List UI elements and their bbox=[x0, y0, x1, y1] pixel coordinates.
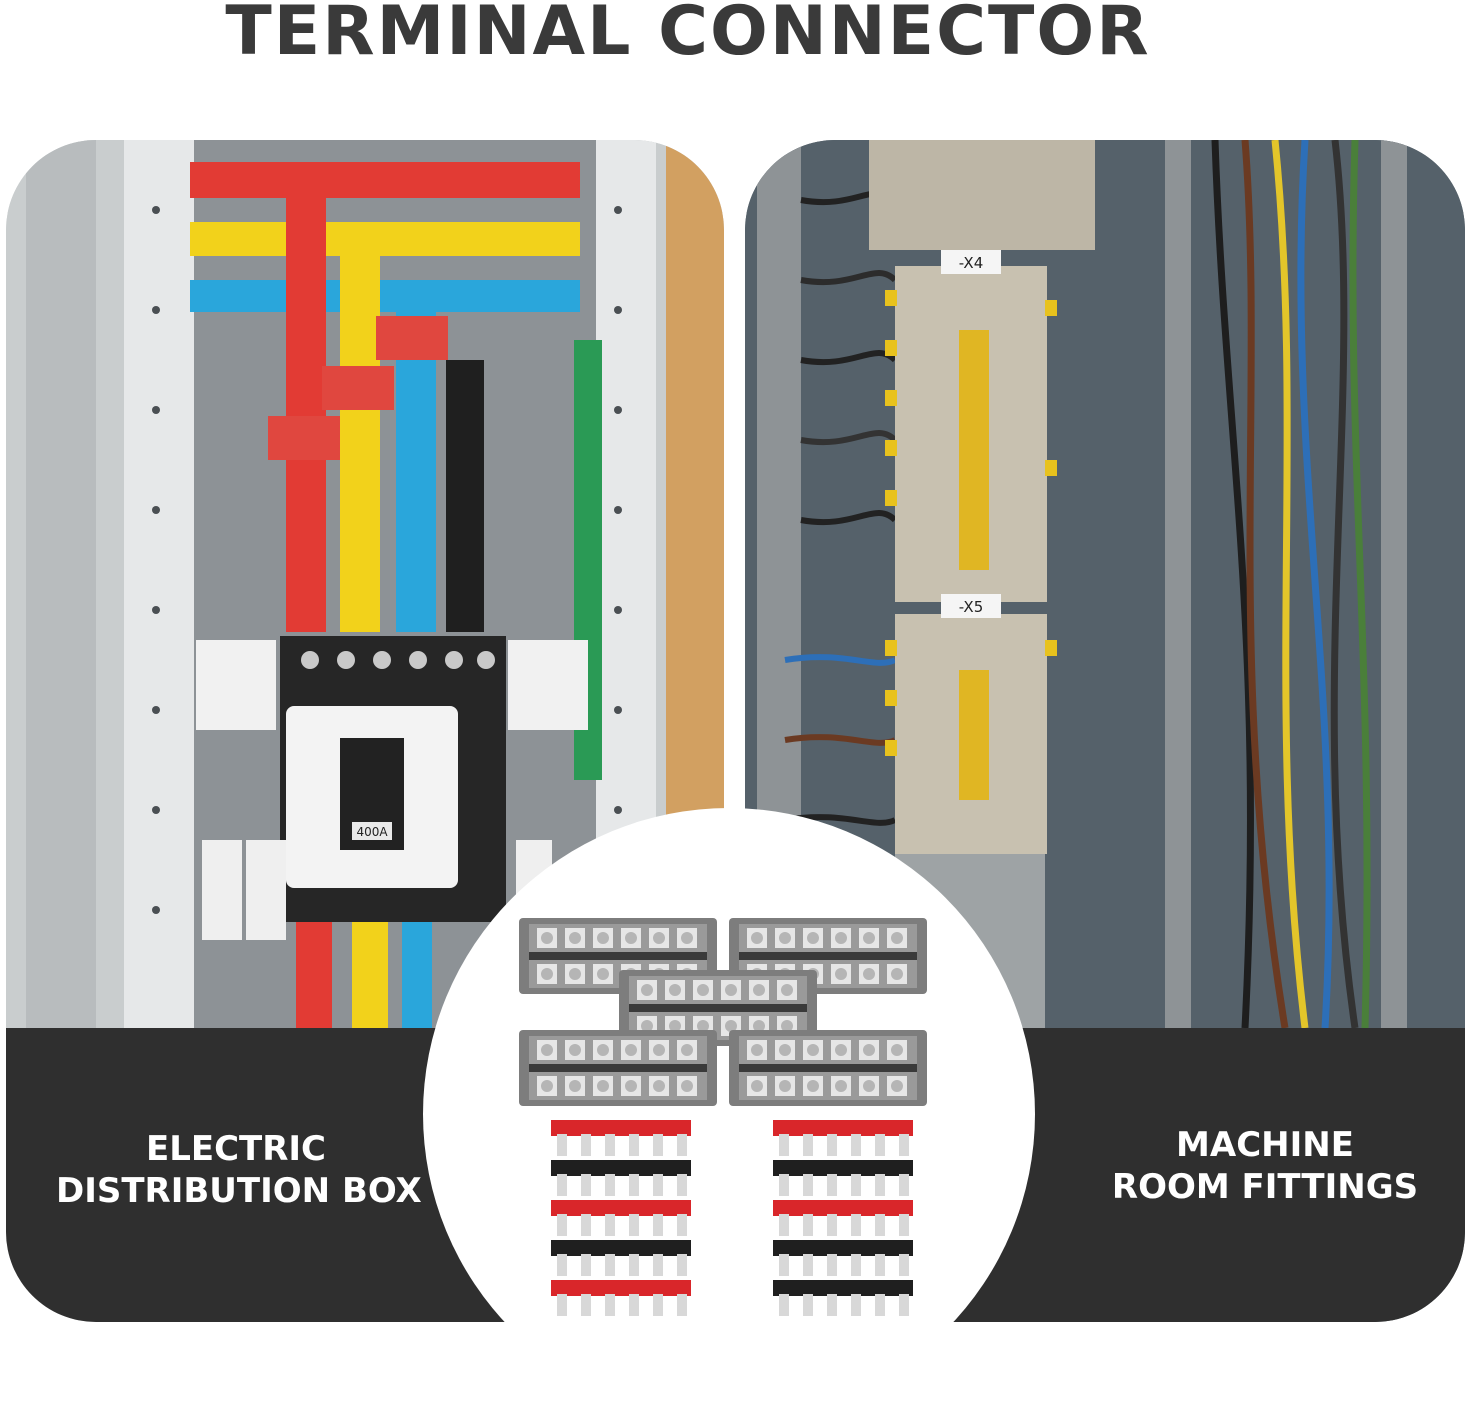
product-circle bbox=[423, 808, 1035, 1420]
breaker-rating-text: 400A bbox=[356, 825, 388, 839]
jumper-strip bbox=[551, 1160, 691, 1196]
jumper-strip bbox=[551, 1240, 691, 1276]
jumper-strip bbox=[773, 1120, 913, 1156]
jumper-strip bbox=[773, 1280, 913, 1316]
jumper-strip bbox=[773, 1200, 913, 1236]
machine-room-label: MACHINE ROOM FITTINGS bbox=[1111, 1125, 1419, 1207]
jumper-strip bbox=[773, 1240, 913, 1276]
terminal-block bbox=[519, 1030, 717, 1106]
terminal-block bbox=[729, 1030, 927, 1106]
jumper-strip bbox=[551, 1120, 691, 1156]
jumper-strip bbox=[773, 1160, 913, 1196]
rail-label-x4: -X4 bbox=[959, 254, 984, 272]
terminal-block bbox=[619, 970, 817, 1046]
page-title: TERMINAL CONNECTOR bbox=[225, 0, 1151, 71]
jumper-strip bbox=[551, 1280, 691, 1316]
product-illustration bbox=[519, 918, 927, 1316]
jumper-strip bbox=[551, 1200, 691, 1236]
distribution-box-label: ELECTRIC DISTRIBUTION BOX bbox=[56, 1129, 422, 1211]
rail-label-x5: -X5 bbox=[959, 598, 984, 616]
